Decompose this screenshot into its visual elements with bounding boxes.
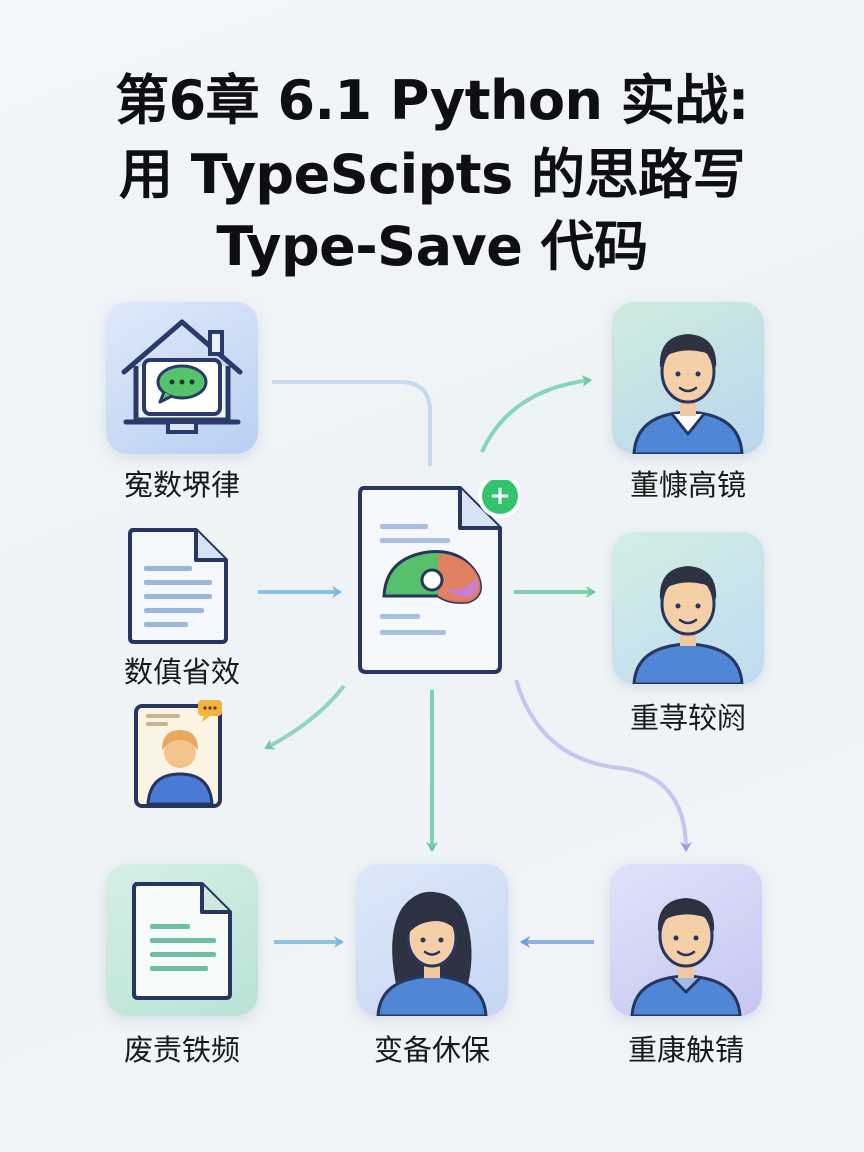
profile-card-icon [134, 700, 222, 808]
doc-input-label: 数傎省效 [123, 655, 240, 689]
title-line-1: 第6章 6.1 Python 实战: [115, 69, 749, 132]
person-bottom-center-label: 变备休保 [373, 1033, 490, 1067]
house-chat-icon [121, 319, 243, 434]
person-icon [632, 566, 744, 684]
arrow-home-to-center [272, 380, 432, 466]
document-chart-icon: + [358, 480, 520, 674]
arrow-center-to-bottom-right [514, 679, 692, 852]
person-icon [632, 334, 744, 454]
person-mid-node [612, 532, 764, 684]
person-bottom-right-label: 重康觖锖 [627, 1033, 744, 1067]
title-line-2: 用 TypeScipts 的思路写 [118, 143, 746, 206]
home-label: 寃数堺律 [123, 468, 240, 502]
person-woman-icon [376, 891, 488, 1016]
person-icon [630, 898, 742, 1016]
person-mid-label: 重荨较阏 [629, 701, 746, 735]
arrow-center-to-card [264, 684, 346, 750]
add-badge: + [489, 481, 511, 511]
home-node [106, 302, 258, 454]
person-bottom-center-node [356, 864, 508, 1016]
document-icon [128, 528, 228, 644]
person-top-label: 董慷高镜 [629, 468, 746, 502]
arrow-center-to-person-top [480, 375, 592, 453]
person-top-node [612, 302, 764, 454]
title-line-3: Type-Save 代码 [216, 215, 648, 278]
doc-bottom-label: 废责铁频 [123, 1033, 240, 1067]
person-bottom-right-node [610, 864, 762, 1016]
doc-bottom-node [106, 864, 258, 1016]
document-icon [132, 882, 232, 1000]
